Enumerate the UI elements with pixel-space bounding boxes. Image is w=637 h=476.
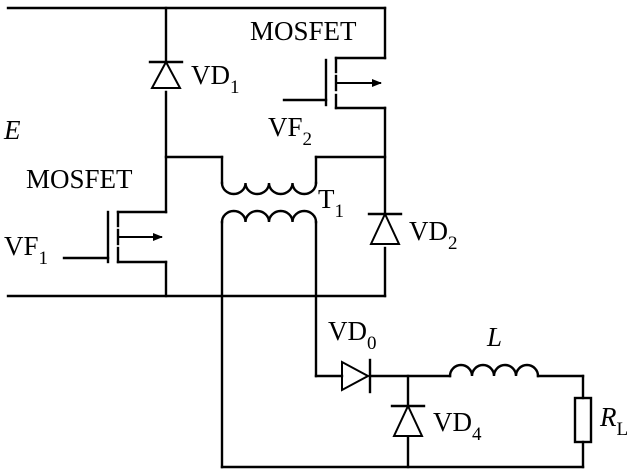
label-t1: T1 — [318, 184, 344, 222]
label-mosfet-left: MOSFET — [26, 164, 133, 194]
diode-vd0 — [341, 358, 372, 394]
diode-vd4 — [390, 403, 426, 437]
label-vf2: VF2 — [268, 112, 312, 150]
label-inductor: L — [486, 322, 502, 352]
label-vd0: VD0 — [328, 316, 377, 354]
mosfet-vf1 — [62, 210, 168, 264]
label-source-e: E — [3, 115, 21, 145]
transformer-primary-winding — [220, 181, 318, 196]
label-vd1: VD1 — [191, 60, 240, 98]
diode-vd1 — [148, 59, 184, 89]
resistor-rl — [573, 396, 593, 444]
label-mosfet-top: MOSFET — [250, 16, 357, 46]
label-vf1: VF1 — [4, 231, 48, 269]
inductor-l — [448, 363, 540, 378]
wires — [6, 6, 585, 469]
label-vd4: VD4 — [433, 407, 482, 445]
diode-vd2 — [367, 211, 403, 245]
transformer-secondary-winding — [220, 209, 318, 224]
label-vd2: VD2 — [409, 216, 458, 254]
label-rl: RL — [599, 402, 628, 440]
mosfet-vf2 — [282, 56, 387, 110]
